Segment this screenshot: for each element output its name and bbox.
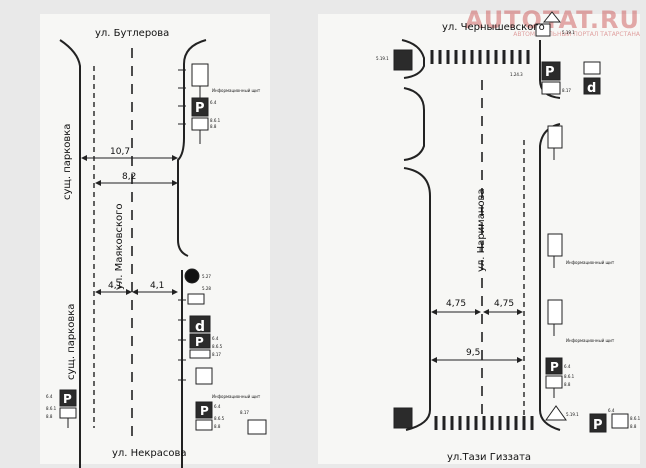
right-sign-posts <box>545 125 563 398</box>
sign-code-l3: 5.27 <box>202 274 211 279</box>
right-labels: ул. Чернышевского ул.Тази Гиззата ул. На… <box>376 22 641 463</box>
dim-4-75-a: 4,75 <box>446 299 466 309</box>
left-curb <box>59 39 81 468</box>
sign-code-r2: 8.17 <box>562 88 571 93</box>
right-left-curb-2 <box>403 87 425 161</box>
dim-9-5: 9,5 <box>466 348 480 358</box>
sign-code-l4: 5.28 <box>202 286 211 291</box>
info-board-right: Информационный щит <box>566 260 615 265</box>
sign-code-l1: 8.6.1 <box>210 118 221 123</box>
info-board-right-2: Информационный щит <box>566 338 615 343</box>
crosswalk-bottom <box>434 416 534 430</box>
left-labels: ул. Бутлерова ул. Некрасова ул. Маяковск… <box>46 28 261 459</box>
parking-sign-lower: P <box>200 404 209 418</box>
sign-code-r8: 6.4 <box>608 408 615 413</box>
watermark: AUTOTAT.RU АВТОМОБИЛЬНЫЙ ПОРТАЛ ТАТАРСТА… <box>465 6 640 38</box>
sign-code-l9: 8.6.5 <box>214 416 225 421</box>
left-scheme: P d P P P <box>59 39 267 468</box>
dim-10-7: 10,7 <box>110 147 130 157</box>
right-left-curb-3 <box>403 167 431 431</box>
dim-4-1-b: 4,1 <box>150 281 164 291</box>
street-top-left: ул. Бутлерова <box>95 28 169 39</box>
parking-sign-right-mid: P <box>550 360 559 374</box>
sign-group-middle <box>184 268 267 435</box>
sign-group-top <box>191 63 209 144</box>
sign-code-l8: 6.4 <box>214 404 221 409</box>
curb-ticks <box>178 69 186 381</box>
parking-sign-right-bottom: P <box>593 418 603 433</box>
sign-code-l10: 8.8 <box>214 424 221 429</box>
street-main-right: ул. Нариманова <box>476 188 487 272</box>
left-panel <box>40 14 270 464</box>
street-bottom-left: ул. Некрасова <box>112 448 187 459</box>
right-scheme: P P d P <box>393 11 629 433</box>
right-top-signs <box>393 11 601 95</box>
right-bottom-signs <box>393 405 629 433</box>
parking-sign-middle: P <box>195 335 204 349</box>
watermark-tagline: АВТОМОБИЛЬНЫЙ ПОРТАЛ ТАТАРСТАНА <box>513 31 640 38</box>
sign-code-l12: 8.17 <box>240 410 249 415</box>
street-bottom-right: ул.Тази Гиззата <box>447 452 531 463</box>
sign-code-l7: 8.17 <box>212 352 221 357</box>
disabled-sign-right-top: d <box>587 81 596 96</box>
parking-sign-right-top: P <box>545 65 555 80</box>
sign-code-l2: 8.8 <box>210 124 217 129</box>
parking-sign-bottom-left: P <box>63 392 72 406</box>
parking-sign-top: P <box>195 101 205 116</box>
info-board-left-2: Информационный щит <box>212 394 261 399</box>
info-board-left: Информационный щит <box>212 88 261 93</box>
disabled-parking-sign: d <box>195 319 205 335</box>
sign-code-l5: 6.4 <box>212 336 219 341</box>
crosswalk-top <box>430 50 530 64</box>
sign-code-l13: 8.6.1 <box>46 406 57 411</box>
sign-code-r5: 8.8 <box>564 382 571 387</box>
sign-code-l14: 8.8 <box>46 414 53 419</box>
right-left-curb-1 <box>401 39 425 79</box>
street-top-right: ул. Чернышевского <box>442 22 545 33</box>
right-curb-top <box>177 39 207 257</box>
sign-code-l0: 6.4 <box>210 100 217 105</box>
dim-8-2: 8,2 <box>122 172 136 182</box>
dim-4-1-a: 4,1 <box>108 281 122 291</box>
sign-code-l6: 8.6.5 <box>212 344 223 349</box>
dim-4-75-b: 4,75 <box>494 299 514 309</box>
sign-code-r3: 6.4 <box>564 364 571 369</box>
sign-code-r1: 1.24.3 <box>510 72 523 77</box>
sign-code-l11: 6.4 <box>46 394 53 399</box>
parking-label-lower: сущ. парковка <box>66 304 77 380</box>
sign-code-r9: 8.6.1 <box>630 416 641 421</box>
street-main-left: ул. Маяковского <box>114 203 125 290</box>
parking-label-upper: сущ. парковка <box>62 124 73 200</box>
sign-code-r10: 8.8 <box>630 424 637 429</box>
sign-code-r4: 8.6.1 <box>564 374 575 379</box>
sign-code-r7: 5.19.1 <box>566 412 579 417</box>
sign-code-r0: 5.19.1 <box>562 30 575 35</box>
sign-code-r6: 5.19.1 <box>376 56 389 61</box>
